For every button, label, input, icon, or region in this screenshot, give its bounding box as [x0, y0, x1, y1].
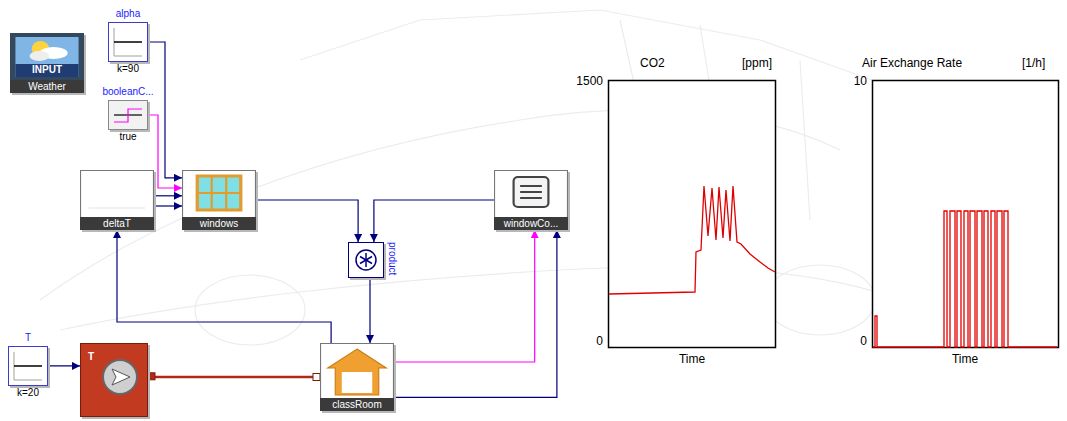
signal-connector [148, 42, 182, 178]
signal-connector [374, 200, 494, 242]
co2-plot [609, 81, 776, 348]
boolean-constant-block: booleanC...true [108, 100, 148, 130]
signal-connector [394, 230, 535, 362]
block-icon [8, 346, 48, 386]
block-icon [348, 242, 384, 278]
signal-connector [154, 195, 182, 196]
temperature-source: T [80, 343, 148, 417]
block-text: INPUT [10, 64, 84, 76]
axis-tick: 0 [596, 334, 603, 348]
air-exchange-curve [873, 211, 1057, 347]
constant-block: alphak=90 [108, 22, 148, 62]
weather-input-block: INPUT Weather [10, 33, 84, 93]
co2-curve [609, 186, 775, 294]
product-block: product [348, 242, 384, 278]
constant-block: Tk=20 [8, 346, 48, 386]
connector-line [366, 278, 370, 343]
model-block: deltaT [80, 170, 154, 230]
block-name: deltaT [80, 217, 154, 230]
block-name: alpha [116, 8, 140, 20]
signal-connector [394, 230, 557, 397]
block-name: T [25, 332, 31, 344]
plot-title: CO2 [640, 56, 665, 70]
axis-label: Time [952, 352, 978, 366]
heat-port [313, 374, 320, 381]
connector-line [154, 195, 182, 196]
axis-label: Time [679, 352, 705, 366]
axis-tick: 0 [860, 334, 867, 348]
connector-line [154, 205, 182, 206]
connector-line [394, 230, 557, 397]
signal-connector [366, 278, 370, 343]
block-name: Weather [10, 80, 84, 93]
block-name: windowCo... [494, 217, 568, 230]
signal-connector [117, 230, 331, 343]
signal-connector [154, 206, 182, 207]
connector-line [48, 365, 80, 366]
heat-port [148, 373, 155, 380]
connector-line [148, 42, 182, 178]
block-text: T [88, 351, 94, 363]
connector-line [148, 375, 320, 378]
model-block: windows [182, 170, 256, 230]
plot-unit: [ppm] [742, 56, 772, 70]
air-exchange-plot [873, 81, 1059, 348]
axis-tick: 1500 [576, 74, 603, 88]
parameter-value: true [119, 131, 136, 143]
watermark-wheel [765, 265, 875, 335]
block-name: product [386, 242, 398, 275]
signal-connector [48, 365, 80, 366]
watermark-wheel [195, 275, 305, 345]
connector-line [117, 230, 331, 343]
parameter-value: k=20 [17, 387, 39, 399]
controller-block: windowCo... [494, 170, 568, 230]
axis-tick: 10 [854, 74, 867, 88]
block-name: classRoom [320, 398, 394, 411]
plot-frame [609, 81, 776, 348]
block-name: booleanC... [102, 86, 153, 98]
block-name: windows [182, 217, 256, 230]
connector-line [374, 200, 494, 242]
block-icon [108, 100, 148, 130]
plot-unit: [1/h] [1022, 56, 1045, 70]
plot-title: Air Exchange Rate [862, 56, 962, 70]
signal-connector [256, 200, 358, 242]
connector-line [394, 230, 535, 362]
heat-connector [148, 373, 320, 381]
block-icon [108, 22, 148, 62]
connector-line [256, 200, 358, 242]
parameter-value: k=90 [117, 63, 139, 75]
watermark-line [300, 10, 900, 90]
room-model-block: classRoom [320, 343, 394, 411]
plot-frame [873, 81, 1059, 348]
